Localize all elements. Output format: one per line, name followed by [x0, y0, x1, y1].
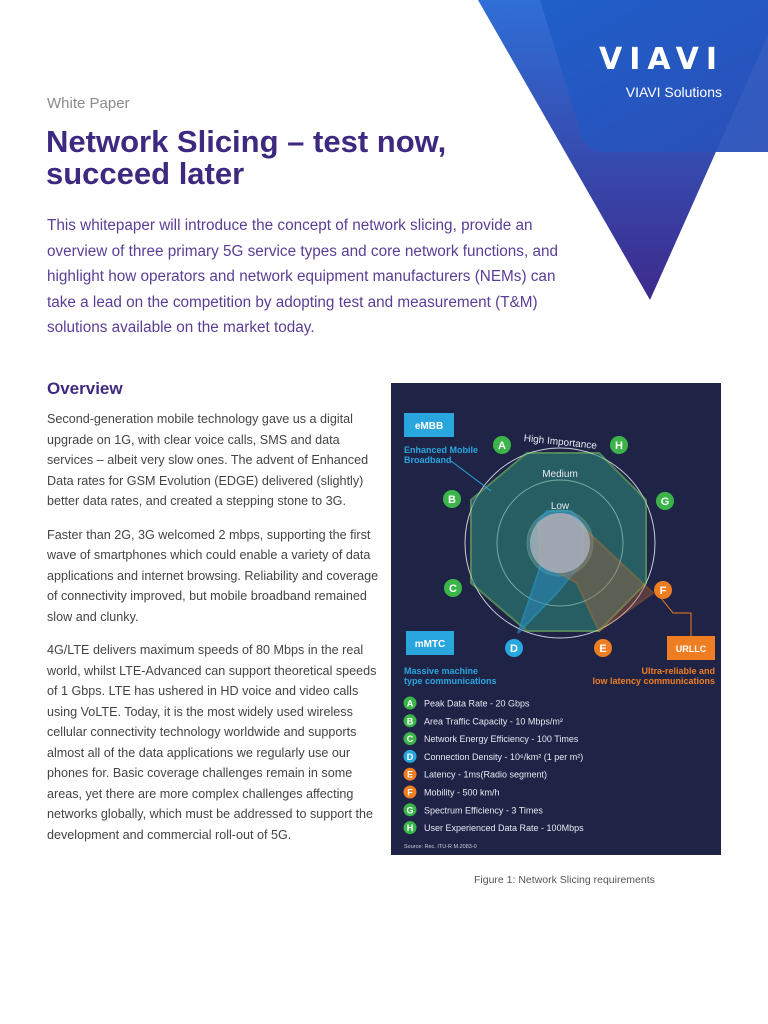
badge-letter: F	[660, 585, 667, 597]
embb-badge-text: eMBB	[415, 421, 443, 432]
legend-text: Area Traffic Capacity - 10 Mbps/m²	[424, 716, 563, 726]
urllc-badge-text: URLLC	[676, 644, 707, 654]
document-type: White Paper	[47, 95, 130, 112]
embb-label: Enhanced Mobile	[404, 445, 478, 455]
axis-badges: A B C D E F G H	[443, 436, 674, 657]
legend-letter: D	[407, 752, 414, 762]
legend-row: F Mobility - 500 km/h	[403, 785, 500, 799]
legend-row: B Area Traffic Capacity - 10 Mbps/m²	[403, 714, 563, 728]
legend-marker	[403, 821, 417, 835]
legend-row: C Network Energy Efficiency - 100 Times	[403, 732, 579, 746]
mmtc-badge	[406, 631, 454, 655]
legend-text: Mobility - 500 km/h	[424, 788, 500, 798]
legend-row: H User Experienced Data Rate - 100Mbps	[403, 821, 584, 835]
legend-row: D Connection Density - 10⁶/km² (1 per m²)	[403, 749, 583, 763]
legend-letter: C	[407, 734, 414, 744]
overview-paragraph: 4G/LTE delivers maximum speeds of 80 Mbp…	[47, 643, 377, 842]
legend-text: Network Energy Efficiency - 100 Times	[424, 734, 579, 744]
overview-body: Second-generation mobile technology gave…	[47, 409, 387, 858]
legend-letter: H	[407, 823, 414, 833]
ring-label-low: Low	[551, 501, 570, 512]
legend-letter: G	[406, 805, 413, 815]
figure-caption: Figure 1: Network Slicing requirements	[474, 874, 655, 886]
urllc-label: low latency communications	[592, 676, 715, 686]
radar-diagram: High Importance Medium Low A B C D E F G…	[403, 413, 715, 850]
overview-paragraph: Faster than 2G, 3G welcomed 2 mbps, supp…	[47, 527, 379, 624]
mmtc-label: type communications	[404, 676, 497, 686]
badge-letter: B	[448, 494, 456, 506]
badge-letter: C	[449, 583, 457, 595]
legend-letter: E	[407, 770, 413, 780]
badge-letter: E	[599, 643, 606, 655]
ring-label-medium: Medium	[542, 469, 578, 480]
figure-source: Source: Rec. ITU-R M.2083-0	[404, 844, 477, 850]
legend-text: Spectrum Efficiency - 3 Times	[424, 805, 543, 815]
badge-letter: D	[510, 643, 518, 655]
network-slicing-figure: High Importance Medium Low A B C D E F G…	[391, 383, 721, 855]
legend-text: Latency - 1ms(Radio segment)	[424, 770, 547, 780]
legend-letter: B	[407, 716, 414, 726]
badge-letter: G	[661, 496, 670, 508]
legend-marker	[403, 696, 417, 710]
intro-paragraph: This whitepaper will introduce the conce…	[47, 217, 558, 337]
mmtc-label: Massive machine	[404, 666, 478, 676]
legend-row: A Peak Data Rate - 20 Gbps	[403, 696, 530, 710]
mmtc-badge-text: mMTC	[415, 639, 446, 650]
page-title: Network Slicing – test now, succeed late…	[46, 124, 447, 191]
overview-heading: Overview	[47, 379, 123, 398]
brand-subtitle: VIAVI Solutions	[625, 84, 722, 100]
legend-letter: F	[407, 788, 413, 798]
low-core	[530, 513, 590, 573]
badge-letter: H	[615, 440, 623, 452]
legend-marker	[403, 732, 417, 746]
legend-text: Connection Density - 10⁶/km² (1 per m²)	[424, 752, 583, 762]
embb-badge	[404, 413, 454, 437]
legend-marker	[403, 785, 417, 799]
viavi-logo: VIAVI	[599, 42, 724, 77]
embb-label: Broadband	[404, 455, 452, 465]
ring-label-high: High Importance	[523, 433, 598, 452]
badge-letter: A	[498, 440, 506, 452]
overview-paragraph: Second-generation mobile technology gave…	[47, 412, 369, 508]
legend-marker	[403, 749, 417, 763]
legend-text: User Experienced Data Rate - 100Mbps	[424, 823, 584, 833]
legend-row: G Spectrum Efficiency - 3 Times	[403, 803, 543, 817]
urllc-badge	[667, 636, 715, 660]
legend-marker	[403, 714, 417, 728]
legend-row: E Latency - 1ms(Radio segment)	[403, 767, 547, 781]
ring-high	[464, 447, 656, 639]
urllc-label: Ultra-reliable and	[641, 666, 715, 676]
legend-marker	[403, 767, 417, 781]
legend-letter: A	[407, 699, 414, 709]
legend-text: Peak Data Rate - 20 Gbps	[424, 699, 530, 709]
legend-marker	[403, 803, 417, 817]
